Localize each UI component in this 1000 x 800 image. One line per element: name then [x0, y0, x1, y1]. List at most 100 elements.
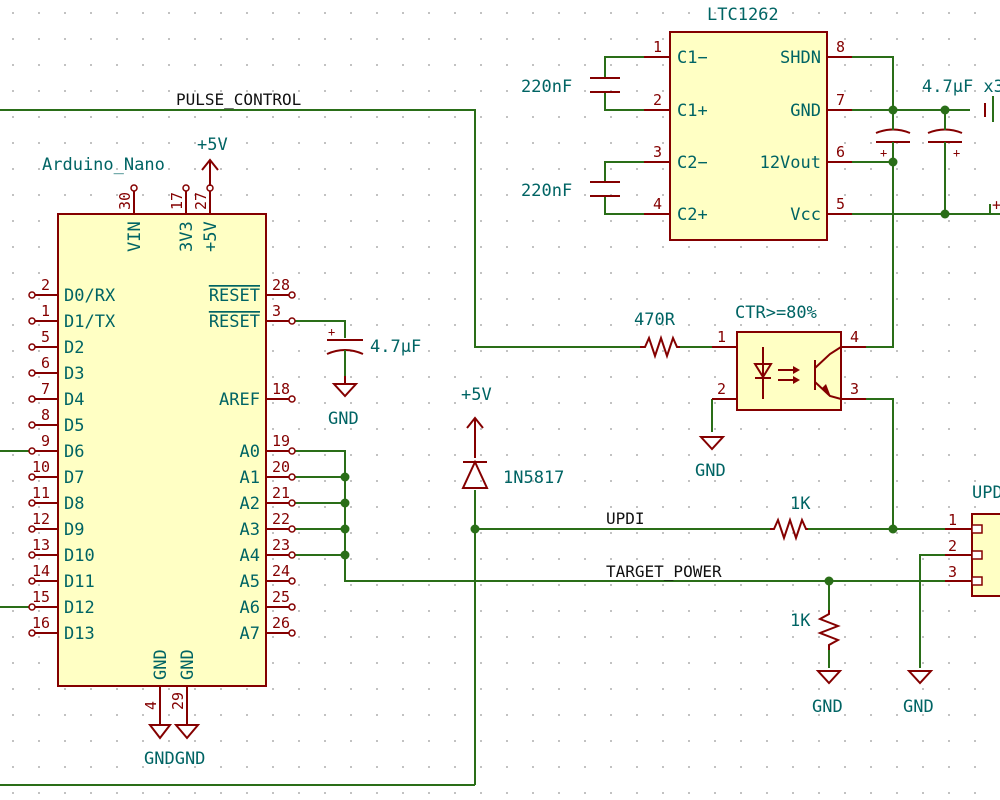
led-icon: [753, 363, 773, 379]
wire-shdn-gnd: [852, 56, 894, 110]
junction: [888, 105, 898, 115]
opto-pin-1: 1: [717, 328, 726, 346]
nano-pin-name: A5: [240, 572, 260, 592]
nano-pin-name: D6: [64, 442, 84, 462]
nano-pin-name: D0/RX: [64, 286, 116, 306]
nano-pin-name: GND: [151, 649, 171, 680]
nano-pin-name: AREF: [219, 390, 260, 410]
nano-pin-name: VIN: [125, 221, 145, 252]
nano-pin-name: D5: [64, 416, 84, 436]
arduino-nano[interactable]: Arduino_Nano 2D0/RX1D1/TX5D26D37D48D59D6…: [28, 155, 296, 725]
optocoupler[interactable]: CTR>=80% 1 2 4 3: [712, 303, 866, 411]
nano-pin-name: D7: [64, 468, 84, 488]
conn-ref: UPDI: [972, 483, 1000, 503]
junction: [824, 576, 834, 586]
nano-pin-name: D12: [64, 598, 95, 618]
ltc-ref: LTC1262: [707, 5, 779, 25]
nano-pin-name: D11: [64, 572, 95, 592]
nano-pin-number: 7: [41, 380, 50, 398]
nano-pin-name: A4: [240, 546, 260, 566]
gnd-reset-label: GND: [328, 409, 359, 429]
nano-pin-name: GND: [178, 649, 198, 680]
ltc-pin-number: 2: [653, 91, 662, 109]
nano-pin-name: 3V3: [177, 221, 197, 252]
nano-pin-number: 8: [41, 406, 50, 424]
nano-pin-name: A2: [240, 494, 260, 514]
junction: [340, 498, 350, 508]
ltc-pin-name: Vcc: [790, 205, 821, 225]
resistor-updi-label: 1K: [790, 494, 811, 514]
ltc-pin-name: C2−: [677, 153, 708, 173]
nano-pins: 2D0/RX1D1/TX5D26D37D48D59D610D711D812D91…: [28, 184, 296, 725]
resistor-470r-label: 470R: [634, 310, 676, 330]
reset-capacitor[interactable]: + 4.7µF GND: [326, 325, 421, 429]
junction: [888, 524, 898, 534]
resistor-pull[interactable]: 1K: [790, 610, 841, 650]
svg-text:+: +: [992, 196, 1000, 214]
nano-pin-number: 21: [272, 484, 290, 502]
nano-pin-name: RESET: [209, 286, 260, 306]
nano-pin-number: 2: [41, 276, 50, 294]
ltc-pin-name: C1−: [677, 48, 708, 68]
nano-pin-number: 24: [272, 562, 290, 580]
nano-pin-number: 10: [32, 458, 50, 476]
nano-pin-number: 15: [32, 588, 50, 606]
cap-out-label: 4.7µF x3: [922, 77, 1000, 97]
wire-c1-bottom: [604, 92, 644, 111]
nano-pin-name: +5V: [201, 221, 221, 252]
nano-pin-number: 22: [272, 510, 290, 528]
nano-pin-number: 26: [272, 614, 290, 632]
cap-c1[interactable]: 220nF: [521, 77, 620, 97]
gnd-opto-label: GND: [695, 461, 726, 481]
nano-pin-number: 20: [272, 458, 290, 476]
opto-pin-4: 4: [850, 328, 859, 346]
nano-pin-name: A0: [240, 442, 260, 462]
nano-ref: Arduino_Nano: [42, 155, 165, 175]
ltc-pin-name: 12Vout: [760, 153, 821, 173]
cap-out-2[interactable]: +: [927, 125, 963, 160]
nano-pin-number: 30: [116, 192, 134, 210]
wire-reset: [292, 320, 346, 338]
junction: [470, 524, 480, 534]
cap-c2[interactable]: 220nF: [521, 181, 620, 201]
ltc-pin-number: 6: [836, 143, 845, 161]
cap-out-1[interactable]: +: [875, 125, 911, 162]
ltc-pin-number: 3: [653, 143, 662, 161]
ltc-pin-number: 4: [653, 195, 662, 213]
nano-pin-number: 27: [192, 192, 210, 210]
conn-pin-2: 2: [948, 537, 957, 555]
wire-c1-top: [604, 56, 644, 78]
nano-pin-name: A7: [240, 624, 260, 644]
junctions: [340, 105, 950, 586]
diode-1n5817[interactable]: +5V 1N5817: [461, 385, 564, 489]
wire-c2-bottom: [604, 196, 644, 215]
gnd-conn: GND: [903, 670, 934, 717]
opto-ctr-label: CTR>=80%: [735, 303, 817, 323]
conn-pin-3: 3: [948, 563, 957, 581]
ltc-pin-name: SHDN: [780, 48, 821, 68]
opto-pin-3: 3: [850, 380, 859, 398]
nano-pin-number: 12: [32, 510, 50, 528]
ltc-body: [669, 31, 828, 241]
net-label-target-power: TARGET_POWER: [606, 562, 722, 581]
nano-pin-number: 25: [272, 588, 290, 606]
nano-pin-number: 19: [272, 432, 290, 450]
ltc-pin-number: 5: [836, 195, 845, 213]
nano-pin-name: D3: [64, 364, 84, 384]
nano-pin-name: D10: [64, 546, 95, 566]
edge-fragments: +: [984, 103, 1000, 214]
updi-connector[interactable]: UPDI 1 2 3: [945, 483, 1000, 597]
nano-pin-number: 4: [142, 701, 160, 710]
ltc-pin-name: GND: [790, 101, 821, 121]
svg-text:+: +: [880, 146, 887, 160]
nano-pin-name: A1: [240, 468, 260, 488]
ltc1262[interactable]: LTC1262 1C1−2C1+3C2−4C2+8SHDN7GND612Vout…: [644, 5, 852, 241]
cap-c2-label: 220nF: [521, 181, 572, 201]
resistor-470r[interactable]: 470R: [634, 310, 680, 360]
nano-pin-number: 13: [32, 536, 50, 554]
junction: [340, 524, 350, 534]
wire-opto-collector: [866, 148, 894, 348]
reset-cap-label: 4.7µF: [370, 337, 421, 357]
power-5v-nano: +5V: [197, 135, 228, 186]
resistor-updi[interactable]: 1K: [770, 494, 811, 542]
